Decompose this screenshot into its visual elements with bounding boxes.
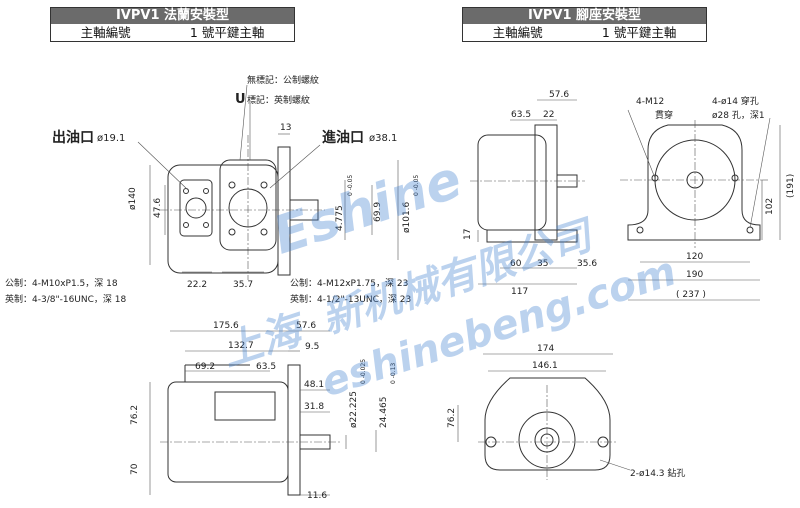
outlet-size: ø19.1 [97, 133, 125, 144]
right-shaft-value: 1 號平鍵主軸 [601, 25, 677, 40]
dim-237: ( 237 ) [676, 290, 706, 300]
dim-13: 13 [280, 123, 291, 133]
dim-140: ø140 [128, 187, 138, 210]
note-u-letter: U [235, 92, 246, 107]
right-header-title: IVPV1 腳座安裝型 [463, 8, 706, 24]
hole14-label: 4-ø14 穿孔 [712, 95, 759, 107]
dim-22-225-tol: 0 -0.025 [360, 359, 367, 384]
left-shaft-label: 主軸編號 [80, 25, 131, 40]
watermark-brand: Eshine [266, 150, 469, 267]
hole28-label: ø28 孔，深1 [712, 110, 765, 121]
foot-dim-60: 60 [510, 259, 522, 269]
foot-side-view [470, 99, 585, 285]
foot-dim-35: 35 [537, 259, 548, 269]
left-header: IVPV1 法蘭安裝型 主軸編號 1 號平鍵主軸 [50, 7, 295, 42]
foot-dim-63-5: 63.5 [511, 110, 531, 120]
dim-22-225: ø22.225 [349, 391, 359, 428]
right-shaft-label: 主軸編號 [492, 25, 543, 40]
outlet-bolt-metric: 公制：4-M10xP1.5，深 18 [5, 277, 118, 289]
bottom-flange-view [457, 353, 631, 480]
foot-dim-22: 22 [543, 110, 554, 120]
dim-70: 70 [130, 463, 140, 475]
inlet-bolt-imperial: 英制：4-1/2"-13UNC，深 23 [290, 293, 411, 305]
m12-note: 貫穿 [655, 109, 673, 121]
dim-48-1: 48.1 [304, 380, 324, 390]
dim-190: 190 [686, 270, 703, 280]
inlet-size: ø38.1 [369, 133, 397, 144]
drill-hole-label: 2-ø14.3 鉆孔 [630, 467, 685, 479]
dim-47-6: 47.6 [153, 198, 163, 218]
dim-11-6: 11.6 [307, 491, 327, 501]
dim-br-76-2: 76.2 [447, 408, 457, 428]
outlet-label: 出油口 [52, 129, 94, 146]
side-view [149, 330, 377, 496]
dim-63-5: 63.5 [256, 362, 276, 372]
dim-101-6-tol: 0 -0.05 [413, 175, 420, 196]
dim-69-2: 69.2 [195, 362, 215, 372]
dim-24-465: 24.465 [379, 397, 389, 429]
dim-31-8: 31.8 [304, 402, 324, 412]
dim-24-465-tol: 0 -0.13 [390, 363, 397, 384]
foot-dim-117: 117 [511, 287, 528, 297]
foot-dim-17: 17 [463, 229, 473, 240]
foot-dim-35-6: 35.6 [577, 259, 597, 269]
note-u-mark: 標記：英制螺紋 [247, 94, 310, 106]
inlet-label: 進油口 [322, 129, 364, 146]
outlet-bolt-imperial: 英制：4-3/8"-16UNC，深 18 [5, 293, 126, 305]
foot-front-view [620, 109, 781, 301]
dim-9-5: 9.5 [305, 342, 319, 352]
foot-dim-57-6: 57.6 [549, 90, 569, 100]
inlet-bolt-metric: 公制：4-M12xP1.75，深 23 [290, 277, 408, 289]
dim-4-775: 4.775 [335, 205, 345, 231]
left-shaft-value: 1 號平鍵主軸 [189, 25, 265, 40]
dim-191: (191) [786, 174, 796, 198]
dim-132-7: 132.7 [228, 341, 254, 351]
dim-57-6: 57.6 [296, 321, 316, 331]
dim-35-7: 35.7 [233, 280, 253, 290]
dim-146-1: 146.1 [532, 361, 558, 371]
note-no-mark: 無標記：公制螺紋 [247, 74, 319, 86]
right-header: IVPV1 腳座安裝型 主軸編號 1 號平鍵主軸 [462, 7, 707, 42]
flange-front-view [137, 84, 399, 280]
left-header-title: IVPV1 法蘭安裝型 [51, 8, 294, 24]
dim-120: 120 [686, 252, 703, 262]
m12-label: 4-M12 [636, 97, 664, 107]
dim-4-775-tol: 0 -0.05 [347, 175, 354, 196]
dim-175-6: 175.6 [213, 321, 239, 331]
dim-side-76-2: 76.2 [130, 405, 140, 425]
dim-102: 102 [765, 198, 775, 215]
dim-22-2: 22.2 [187, 280, 207, 290]
dim-69-9: 69.9 [373, 202, 383, 222]
dim-101-6: ø101.6 [402, 201, 412, 233]
dim-174: 174 [537, 344, 554, 354]
